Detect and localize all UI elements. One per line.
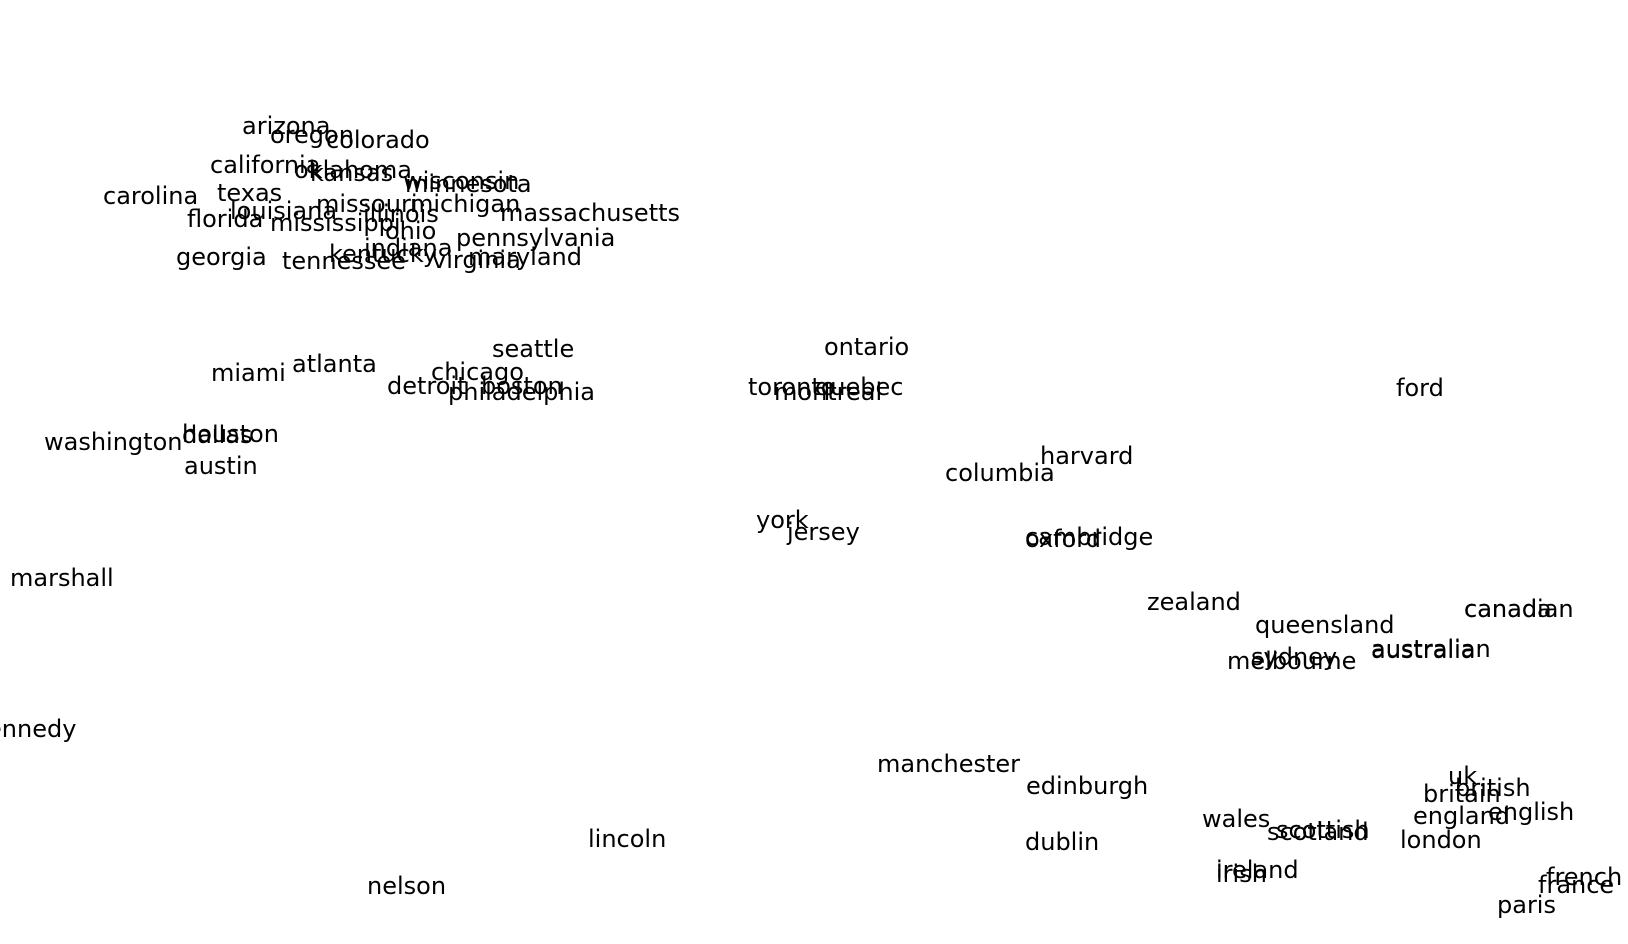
point-label-indiana: indiana bbox=[364, 234, 452, 262]
point-label-miami: miami bbox=[211, 359, 286, 387]
point-label-canadian: canadian bbox=[1464, 595, 1574, 623]
point-label-louisiana: louisiana bbox=[230, 197, 337, 225]
point-label-detroit: detroit bbox=[387, 372, 467, 400]
point-label-quebec: quebec bbox=[815, 373, 903, 401]
point-label-maryland: maryland bbox=[468, 243, 582, 271]
point-label-wales: wales bbox=[1202, 805, 1270, 833]
point-label-australia: australia bbox=[1371, 636, 1475, 664]
point-label-montreal: montreal bbox=[774, 378, 882, 406]
point-label-colorado: colorado bbox=[326, 126, 430, 154]
point-label-kennedy: kennedy bbox=[0, 715, 76, 743]
point-label-ohio: ohio bbox=[385, 217, 436, 245]
point-label-georgia: georgia bbox=[176, 243, 267, 271]
point-label-uk: uk bbox=[1448, 762, 1477, 790]
point-label-london: london bbox=[1400, 826, 1482, 854]
point-label-paris: paris bbox=[1497, 891, 1556, 919]
point-label-canada: canada bbox=[1464, 595, 1552, 623]
point-label-wisconsin: wisconsin bbox=[403, 167, 519, 195]
point-label-toronto: toronto bbox=[748, 373, 835, 401]
point-label-australian: australian bbox=[1371, 635, 1491, 663]
point-label-queensland: queensland bbox=[1255, 611, 1395, 639]
point-label-english: english bbox=[1488, 798, 1574, 826]
point-label-ford: ford bbox=[1396, 374, 1444, 402]
point-label-marshall: marshall bbox=[10, 564, 114, 592]
point-label-edinburgh: edinburgh bbox=[1026, 772, 1148, 800]
point-label-illinois: illinois bbox=[363, 200, 439, 228]
point-label-virginia: virginia bbox=[432, 246, 521, 274]
point-label-philadelphia: philadelphia bbox=[448, 378, 595, 406]
point-label-oxford: oxford bbox=[1025, 525, 1101, 553]
point-label-oregon: oregon bbox=[270, 121, 354, 149]
point-label-sydney: sydney bbox=[1251, 643, 1337, 671]
point-label-houston: houston bbox=[182, 420, 279, 448]
point-label-oklahoma: oklahoma bbox=[294, 156, 412, 184]
point-label-harvard: harvard bbox=[1040, 442, 1133, 470]
point-label-columbia: columbia bbox=[945, 459, 1055, 487]
point-label-atlanta: atlanta bbox=[292, 350, 377, 378]
point-label-melbourne: melbourne bbox=[1227, 647, 1356, 675]
point-label-carolina: carolina bbox=[103, 182, 198, 210]
point-label-california: california bbox=[210, 151, 320, 179]
point-label-york: york bbox=[756, 506, 809, 534]
point-label-massachusetts: massachusetts bbox=[500, 199, 680, 227]
point-label-dublin: dublin bbox=[1025, 828, 1099, 856]
point-label-austin: austin bbox=[184, 452, 258, 480]
point-label-france: france bbox=[1538, 871, 1614, 899]
point-label-scotland: scotland bbox=[1267, 818, 1369, 846]
point-label-cambridge: cambridge bbox=[1025, 523, 1153, 551]
point-label-tennessee: tennessee bbox=[282, 247, 406, 275]
point-label-jersey: jersey bbox=[786, 518, 860, 546]
point-label-england: england bbox=[1413, 802, 1510, 830]
point-label-zealand: zealand bbox=[1147, 588, 1241, 616]
point-label-french: french bbox=[1546, 863, 1622, 891]
point-label-dallas: dallas bbox=[182, 421, 253, 449]
point-label-pennsylvania: pennsylvania bbox=[456, 224, 615, 252]
point-label-seattle: seattle bbox=[492, 335, 574, 363]
point-label-chicago: chicago bbox=[431, 358, 524, 386]
point-label-scottish: scottish bbox=[1276, 816, 1370, 844]
point-label-minnesota: minnesota bbox=[405, 170, 532, 198]
point-label-florida: florida bbox=[187, 205, 263, 233]
point-label-britain: britain bbox=[1423, 780, 1501, 808]
point-label-ireland: ireland bbox=[1216, 856, 1299, 884]
point-label-washington: washington bbox=[44, 428, 182, 456]
point-label-nelson: nelson bbox=[367, 872, 446, 900]
point-label-kansas: kansas bbox=[310, 159, 393, 187]
point-label-kentucky: kentucky bbox=[329, 240, 437, 268]
point-label-michigan: michigan bbox=[410, 190, 520, 218]
point-label-mississippi: mississippi bbox=[270, 209, 401, 237]
point-label-missouri: missouri bbox=[316, 190, 417, 218]
point-label-texas: texas bbox=[217, 179, 282, 207]
point-label-british: british bbox=[1455, 774, 1531, 802]
point-label-boston: boston bbox=[481, 372, 563, 400]
point-label-ontario: ontario bbox=[824, 333, 909, 361]
point-label-arizona: arizona bbox=[242, 112, 330, 140]
point-label-irish: irish bbox=[1216, 860, 1267, 888]
point-label-lincoln: lincoln bbox=[588, 825, 666, 853]
point-label-manchester: manchester bbox=[877, 750, 1020, 778]
